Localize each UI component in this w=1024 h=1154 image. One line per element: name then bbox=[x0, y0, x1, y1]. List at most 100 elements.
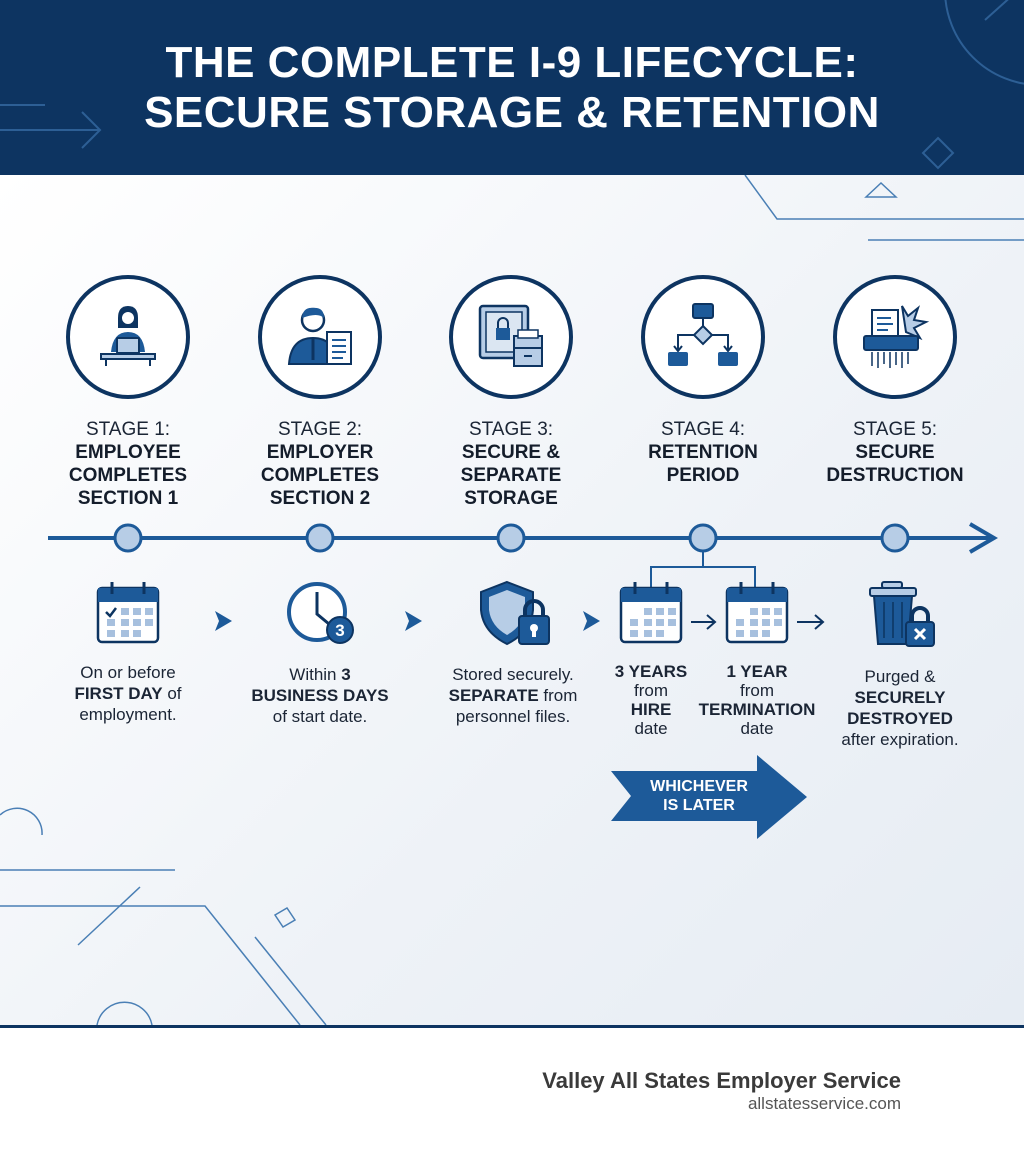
arrow-right-icons bbox=[691, 614, 825, 630]
detail-segment: from bbox=[634, 681, 668, 700]
detail-line: On or before bbox=[48, 662, 208, 683]
title-line-2: SECURE STORAGE & RETENTION bbox=[144, 88, 880, 137]
detail-segment: date bbox=[740, 719, 774, 738]
detail-line: FIRST DAY of bbox=[48, 683, 208, 704]
calendar-check-icon bbox=[96, 582, 160, 644]
title-line-1: THE COMPLETE I-9 LIFECYCLE: bbox=[165, 38, 859, 87]
detail-segment: Stored securely. bbox=[452, 665, 574, 684]
detail-line: after expiration. bbox=[820, 729, 980, 750]
calendar-icon bbox=[725, 582, 789, 644]
detail-emphasis: DESTROYED bbox=[847, 709, 953, 728]
flowchart-icon bbox=[641, 275, 765, 399]
clock-badge: 3 bbox=[335, 621, 344, 640]
detail-line: SEPARATE from bbox=[428, 685, 598, 706]
header-decoration bbox=[0, 0, 1024, 170]
detail-emphasis: HIRE bbox=[630, 700, 672, 719]
detail-segment: from bbox=[538, 686, 578, 705]
detail-line: from bbox=[601, 681, 701, 700]
timeline-node-5 bbox=[880, 523, 910, 553]
detail-line: date bbox=[601, 719, 701, 738]
detail-emphasis: 3 bbox=[341, 665, 351, 684]
detail-line: 1 YEAR bbox=[697, 662, 817, 681]
timeline-node-2 bbox=[305, 523, 335, 553]
timeline-node-3 bbox=[496, 523, 526, 553]
employee-laptop-icon bbox=[66, 275, 190, 399]
brand-url[interactable]: allstatesservice.com bbox=[747, 1094, 901, 1113]
stage-label: STAGE 3: bbox=[468, 419, 554, 440]
detail-segment: of start date. bbox=[272, 707, 368, 726]
detail-emphasis: 3 YEARS bbox=[614, 662, 688, 681]
detail-line: DESTROYED bbox=[820, 708, 980, 729]
detail-line: Purged & bbox=[820, 666, 980, 687]
brand-name: Valley All States Employer Service bbox=[542, 1068, 901, 1093]
detail-segment: personnel files. bbox=[455, 707, 571, 726]
detail-emphasis: SECURELY bbox=[854, 688, 946, 707]
stage-label: STAGE 4: bbox=[660, 419, 746, 440]
stage-label: STAGE 5: bbox=[852, 419, 938, 440]
detail-segment: Within bbox=[289, 665, 342, 684]
brand: Valley All States Employer Service allst… bbox=[542, 1068, 901, 1114]
shredder-icon bbox=[833, 275, 957, 399]
stage-label: STAGE 1: bbox=[85, 419, 171, 440]
detail-line: personnel files. bbox=[428, 706, 598, 727]
detail-line: 3 YEARS bbox=[601, 662, 701, 681]
detail-line: of start date. bbox=[240, 706, 400, 727]
page-title: THE COMPLETE I-9 LIFECYCLE: SECURE STORA… bbox=[0, 38, 1024, 138]
stage-5-detail: Purged & SECURELY DESTROYED after expiratio… bbox=[820, 580, 980, 750]
header-banner: THE COMPLETE I-9 LIFECYCLE: SECURE STORA… bbox=[0, 0, 1024, 175]
detail-line: HIRE bbox=[601, 700, 701, 719]
detail-line: Stored securely. bbox=[428, 664, 598, 685]
detail-emphasis: 1 YEAR bbox=[726, 662, 788, 681]
trash-lock-icon bbox=[869, 581, 935, 647]
detail-segment: employment. bbox=[79, 705, 177, 724]
employer-document-icon bbox=[258, 275, 382, 399]
detail-text: Purged & SECURELY DESTROYED after expiratio… bbox=[820, 666, 980, 750]
detail-emphasis: SEPARATE bbox=[448, 686, 539, 705]
calendar-icon bbox=[619, 582, 683, 644]
shield-lock-icon bbox=[480, 580, 550, 646]
detail-segment: from bbox=[740, 681, 774, 700]
detail-line: from bbox=[697, 681, 817, 700]
detail-emphasis: FIRST DAY bbox=[74, 684, 163, 703]
detail-segment: Purged & bbox=[864, 667, 936, 686]
detail-segment: after expiration. bbox=[841, 730, 959, 749]
footer: Valley All States Employer Service allst… bbox=[0, 1025, 1024, 1154]
detail-emphasis: TERMINATION bbox=[698, 700, 816, 719]
stage-label: STAGE 2: bbox=[277, 419, 363, 440]
detail-segment: On or before bbox=[80, 663, 176, 682]
timeline-arrowhead bbox=[968, 522, 998, 554]
timeline-node-1 bbox=[113, 523, 143, 553]
detail-emphasis: BUSINESS DAYS bbox=[251, 686, 389, 705]
retention-bracket bbox=[650, 551, 756, 593]
safe-file-cabinet-icon bbox=[449, 275, 573, 399]
detail-segment: of bbox=[162, 684, 182, 703]
background-decoration bbox=[0, 175, 1024, 1025]
chevron-icons bbox=[215, 611, 600, 631]
detail-line: BUSINESS DAYS bbox=[240, 685, 400, 706]
detail-segment: date bbox=[634, 719, 668, 738]
detail-line: employment. bbox=[48, 704, 208, 725]
